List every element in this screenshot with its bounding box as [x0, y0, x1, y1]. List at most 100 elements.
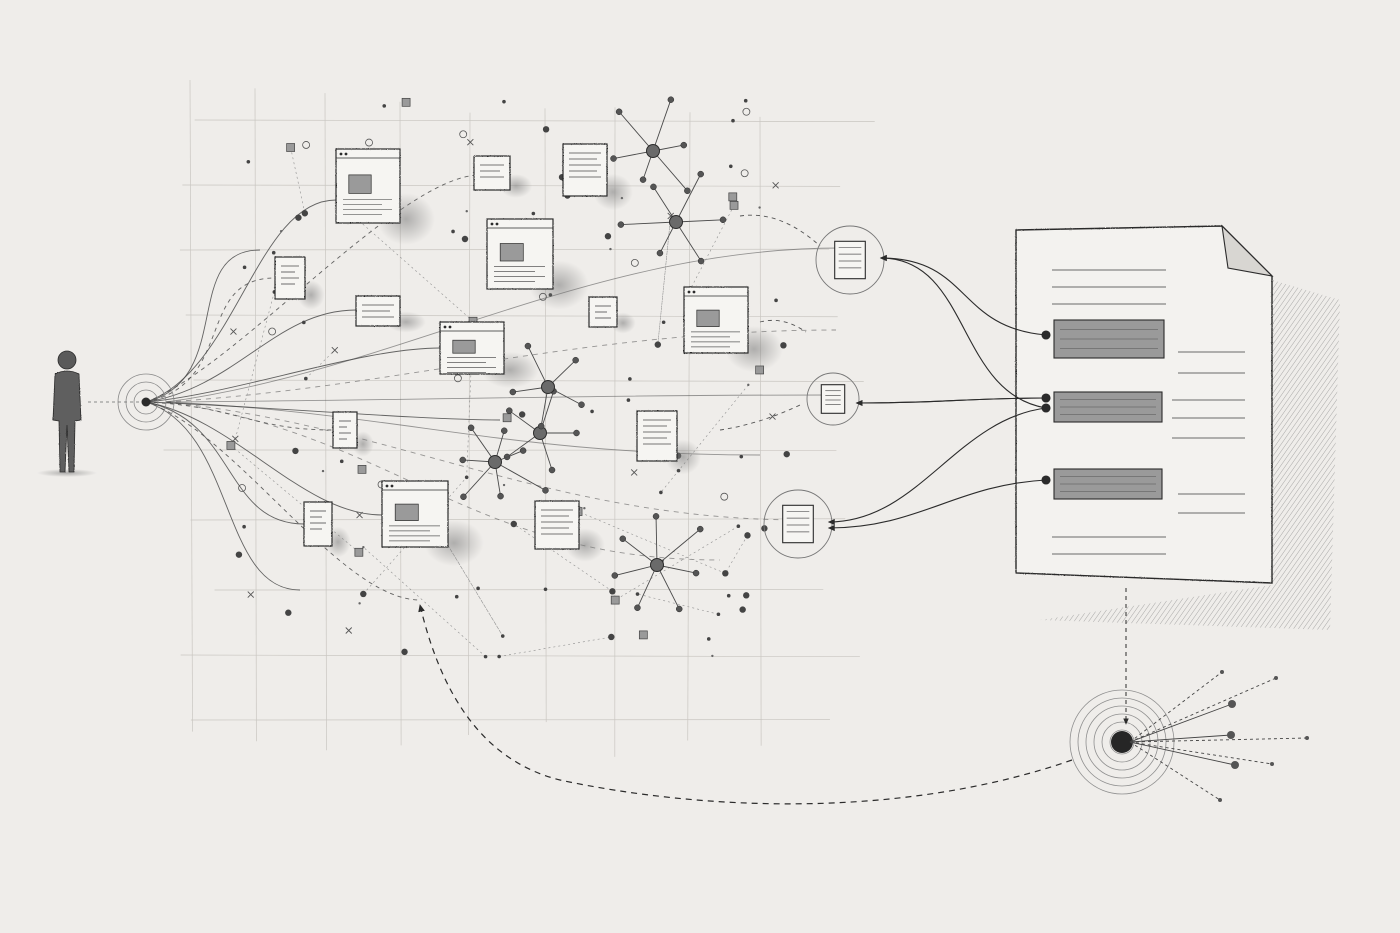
dot-mark [242, 265, 247, 270]
output-edge [1129, 741, 1273, 765]
graph-node-icon [1305, 736, 1309, 740]
cross-mark [769, 413, 776, 420]
snippet-card-icon [355, 295, 401, 327]
mesh-link [305, 349, 336, 379]
person-shadow [37, 469, 97, 477]
graph-node-icon [572, 356, 579, 364]
graph-node-icon [617, 221, 625, 228]
graph-node-icon [684, 187, 691, 195]
person-body [52, 370, 82, 473]
return-arrow [418, 604, 1073, 805]
dot-mark [510, 520, 517, 528]
grid-line [324, 93, 327, 751]
long-curve [165, 401, 803, 521]
dot-mark [722, 570, 729, 577]
document-page [1015, 224, 1340, 630]
square-mark [357, 465, 367, 474]
snippet-card-icon [562, 143, 608, 197]
card-shadow [352, 431, 374, 457]
link-arrow [879, 254, 1047, 336]
dot-mark [783, 450, 790, 458]
dot-mark [295, 214, 302, 221]
ring-mark [365, 138, 373, 147]
dot-mark [583, 507, 586, 510]
web-page-thumbnail-icon [486, 218, 554, 290]
graph-node-icon [692, 569, 700, 577]
dot-mark [401, 648, 408, 656]
dot-mark [609, 588, 616, 595]
long-curve [165, 394, 831, 403]
graph-node-icon [542, 487, 549, 494]
mesh-link [363, 546, 486, 657]
graph-node-icon [1231, 761, 1239, 769]
square-mark [638, 630, 648, 640]
ring-mark [740, 169, 749, 178]
source-dot [141, 397, 151, 407]
dot-mark [608, 633, 615, 641]
dot-mark [285, 609, 292, 616]
fan-curve [145, 401, 421, 601]
graph-node-icon [524, 342, 532, 350]
dot-mark [531, 211, 536, 216]
grid-line [214, 589, 824, 591]
ring-mark [238, 484, 246, 492]
person-figure-icon [37, 350, 97, 477]
graph-node-icon [509, 388, 517, 396]
output-edge [1129, 677, 1277, 743]
dot-mark [339, 459, 344, 464]
dot-mark [483, 654, 488, 659]
graph-node-icon [1218, 798, 1222, 802]
mesh-link [657, 215, 672, 345]
dot-mark [711, 654, 714, 658]
dot-mark [321, 469, 325, 473]
square-mark [728, 192, 738, 202]
graph-edge [655, 516, 658, 566]
link-arrow [827, 407, 1047, 526]
grid-line [194, 119, 875, 122]
snippet-card-icon [303, 501, 333, 547]
fan-curve [145, 401, 305, 525]
graph-edge [622, 538, 658, 566]
fan-curve [145, 249, 261, 403]
dot-mark [726, 593, 731, 598]
graph-edge [656, 564, 680, 610]
graph-node-icon [669, 215, 683, 229]
cross-mark [231, 435, 239, 443]
output-node-group [418, 588, 1309, 805]
snippet-card-icon [806, 372, 860, 426]
mesh-link [660, 384, 749, 493]
cross-mark [230, 328, 237, 335]
dot-mark [358, 602, 361, 605]
graph-node-icon [467, 424, 475, 432]
dot-mark [500, 634, 505, 638]
dot-mark [497, 654, 501, 659]
graph-node-icon [680, 141, 688, 149]
output-edge [1129, 734, 1232, 743]
mesh-link [615, 525, 739, 601]
dot-mark [758, 206, 761, 209]
graph-node-icon [610, 155, 617, 162]
dot-mark [464, 475, 469, 480]
dot-mark [661, 320, 666, 325]
ring-mark [459, 130, 468, 139]
graph-node-icon [646, 144, 660, 158]
graph-edge [675, 219, 724, 223]
dot-mark [279, 229, 283, 233]
dot-mark [609, 247, 612, 251]
graph-node-icon [460, 493, 467, 501]
dot-mark [654, 341, 662, 348]
mesh-link [577, 511, 726, 574]
ring-mark [720, 492, 729, 501]
grid-line [180, 654, 860, 658]
web-page-thumbnail-icon [439, 321, 505, 375]
mesh-link [657, 215, 672, 345]
web-page-thumbnail-icon [335, 148, 401, 224]
cross-mark [345, 627, 353, 634]
dot-mark [502, 483, 506, 487]
dot-mark [743, 98, 748, 103]
graph-node-icon [1270, 762, 1274, 766]
grid-line [468, 112, 471, 735]
document-link-arrows [827, 254, 1051, 532]
dashed-link [739, 214, 821, 247]
